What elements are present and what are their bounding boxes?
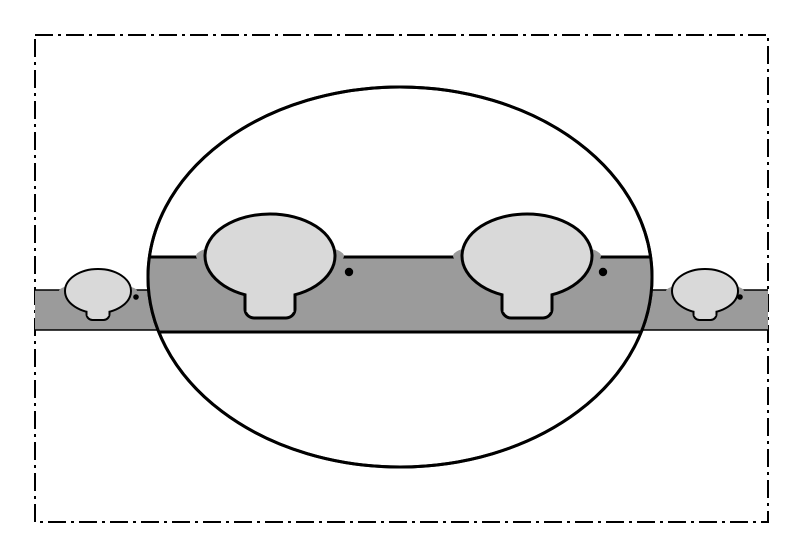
dash-dot-frame (34, 34, 769, 523)
dot (598, 267, 608, 277)
stem-fill (246, 256, 294, 312)
dot (737, 294, 743, 300)
dot (344, 267, 354, 277)
stem-fill (503, 256, 551, 312)
magnified-ellipse-outline (146, 85, 654, 469)
inner-band-group (148, 212, 652, 334)
dot (133, 294, 139, 300)
stem-fill (694, 291, 716, 316)
stem-fill (87, 291, 109, 316)
